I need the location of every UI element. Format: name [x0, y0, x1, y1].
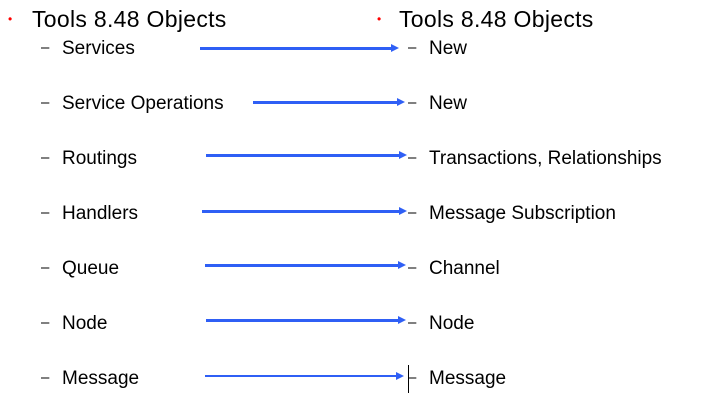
left-item-label: Message: [62, 368, 140, 389]
left-item-label: Routings: [62, 148, 137, 169]
dash-icon: –: [408, 369, 417, 386]
left-item-routings: –Routings: [41, 146, 137, 171]
dash-icon: –: [408, 204, 417, 221]
mapping-arrow-icon: [206, 316, 406, 324]
right-item-label: Message: [429, 368, 507, 389]
dash-icon: –: [41, 149, 50, 166]
right-item-label: Channel: [429, 258, 500, 279]
dash-icon: –: [41, 94, 50, 111]
bullet-icon: •: [8, 12, 13, 26]
right-item-label: Node: [429, 313, 475, 334]
left-item-queue: –Queue: [41, 256, 119, 281]
left-heading-label: Tools 8.48 Objects: [32, 6, 227, 32]
right-heading: • Tools 8.48 Objects: [377, 5, 594, 33]
dash-icon: –: [41, 369, 50, 386]
right-item-transactions-relationships: –Transactions, Relationships: [408, 146, 662, 171]
dash-icon: –: [408, 94, 417, 111]
right-item-message: –Message: [408, 366, 506, 391]
left-item-node: –Node: [41, 311, 107, 336]
right-item-label: New: [429, 93, 468, 114]
mapping-arrow-icon: [206, 151, 407, 159]
left-item-label: Service Operations: [62, 93, 224, 114]
right-item-channel: –Channel: [408, 256, 500, 281]
left-item-label: Queue: [62, 258, 120, 279]
dash-icon: –: [41, 39, 50, 56]
mapping-arrow-icon: [200, 44, 399, 52]
left-item-label: Services: [62, 38, 135, 59]
right-item-message-subscription: –Message Subscription: [408, 201, 616, 226]
mapping-arrow-icon: [253, 98, 405, 106]
mapping-arrow-icon: [205, 261, 406, 269]
left-item-service-operations: –Service Operations: [41, 91, 224, 116]
dash-icon: –: [41, 314, 50, 331]
right-item-node: –Node: [408, 311, 474, 336]
right-item-new-2: –New: [408, 91, 467, 116]
mapping-arrow-icon: [202, 207, 407, 215]
right-item-new: –New: [408, 36, 467, 61]
left-heading: • Tools 8.48 Objects: [8, 5, 227, 33]
right-heading-label: Tools 8.48 Objects: [399, 6, 594, 32]
left-item-label: Handlers: [62, 203, 139, 224]
right-item-label: Message Subscription: [429, 203, 616, 224]
left-item-message: –Message: [41, 366, 139, 391]
left-item-services: –Services: [41, 36, 135, 61]
dash-icon: –: [41, 259, 50, 276]
dash-icon: –: [41, 204, 50, 221]
left-item-handlers: –Handlers: [41, 201, 138, 226]
dash-icon: –: [408, 39, 417, 56]
dash-icon: –: [408, 259, 417, 276]
dash-icon: –: [408, 314, 417, 331]
text-cursor-icon: [408, 365, 409, 393]
bullet-icon: •: [377, 12, 382, 26]
dash-icon: –: [408, 149, 417, 166]
left-item-label: Node: [62, 313, 108, 334]
right-item-label: New: [429, 38, 468, 59]
right-item-label: Transactions, Relationships: [429, 148, 662, 169]
mapping-arrow-icon: [205, 371, 404, 380]
